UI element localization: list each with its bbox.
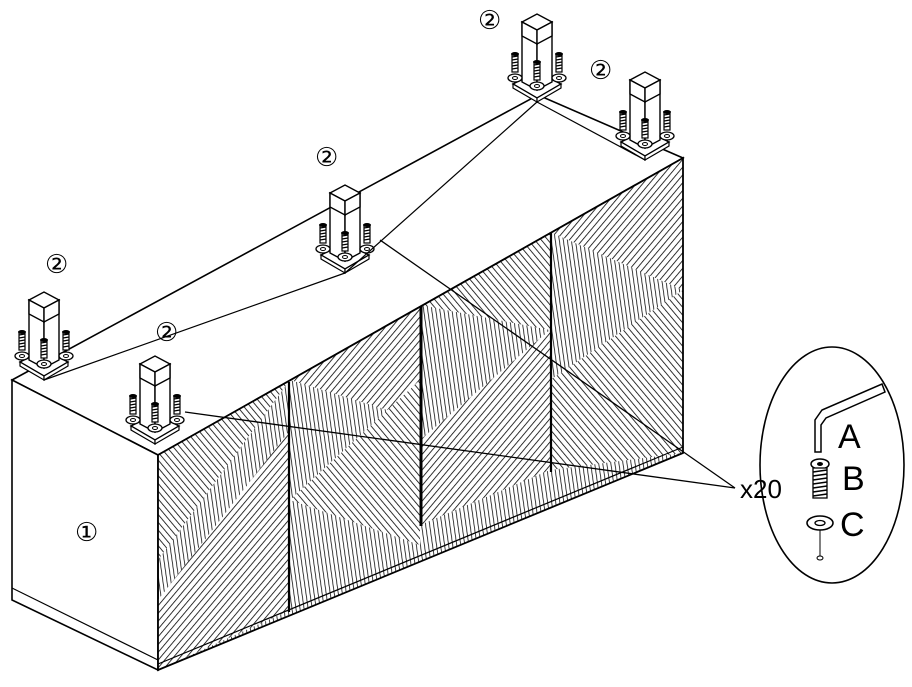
- leg-left: [14, 291, 74, 382]
- leg-callout-left: ②: [45, 250, 69, 280]
- cabinet-front: [158, 158, 683, 670]
- hardware-label-a: A: [838, 418, 861, 456]
- cabinet-callout: ①: [75, 518, 99, 548]
- leg-callout-top: ②: [478, 6, 502, 36]
- leg-callout-top-right: ②: [589, 56, 613, 86]
- leg-front-left: [125, 355, 185, 446]
- side-panel-base-line: [11, 587, 159, 661]
- washer-icon: [806, 515, 834, 561]
- cabinet-bottom-edge: [157, 446, 684, 665]
- hardware-label-c: C: [840, 506, 865, 544]
- quantity-label: x20: [740, 474, 782, 504]
- leg-far-right: [615, 71, 675, 162]
- screw-icon: [810, 458, 830, 499]
- leg-guide-line: [43, 272, 346, 381]
- leg-callout-center: ②: [315, 143, 339, 173]
- legs-group: [14, 13, 675, 446]
- leader-line-2: [184, 411, 736, 489]
- leg-callout-front: ②: [155, 318, 179, 348]
- hardware-label-b: B: [842, 460, 865, 498]
- leg-guide-line: [536, 101, 646, 161]
- leg-center: [315, 184, 375, 275]
- cabinet-front-outline: [157, 156, 684, 672]
- hardware-detail-ellipse: [759, 346, 905, 584]
- leader-line-1: [379, 239, 736, 489]
- allen-key-icon: [814, 382, 886, 453]
- leg-back-right: [507, 13, 567, 104]
- leg-guide-line: [344, 101, 538, 274]
